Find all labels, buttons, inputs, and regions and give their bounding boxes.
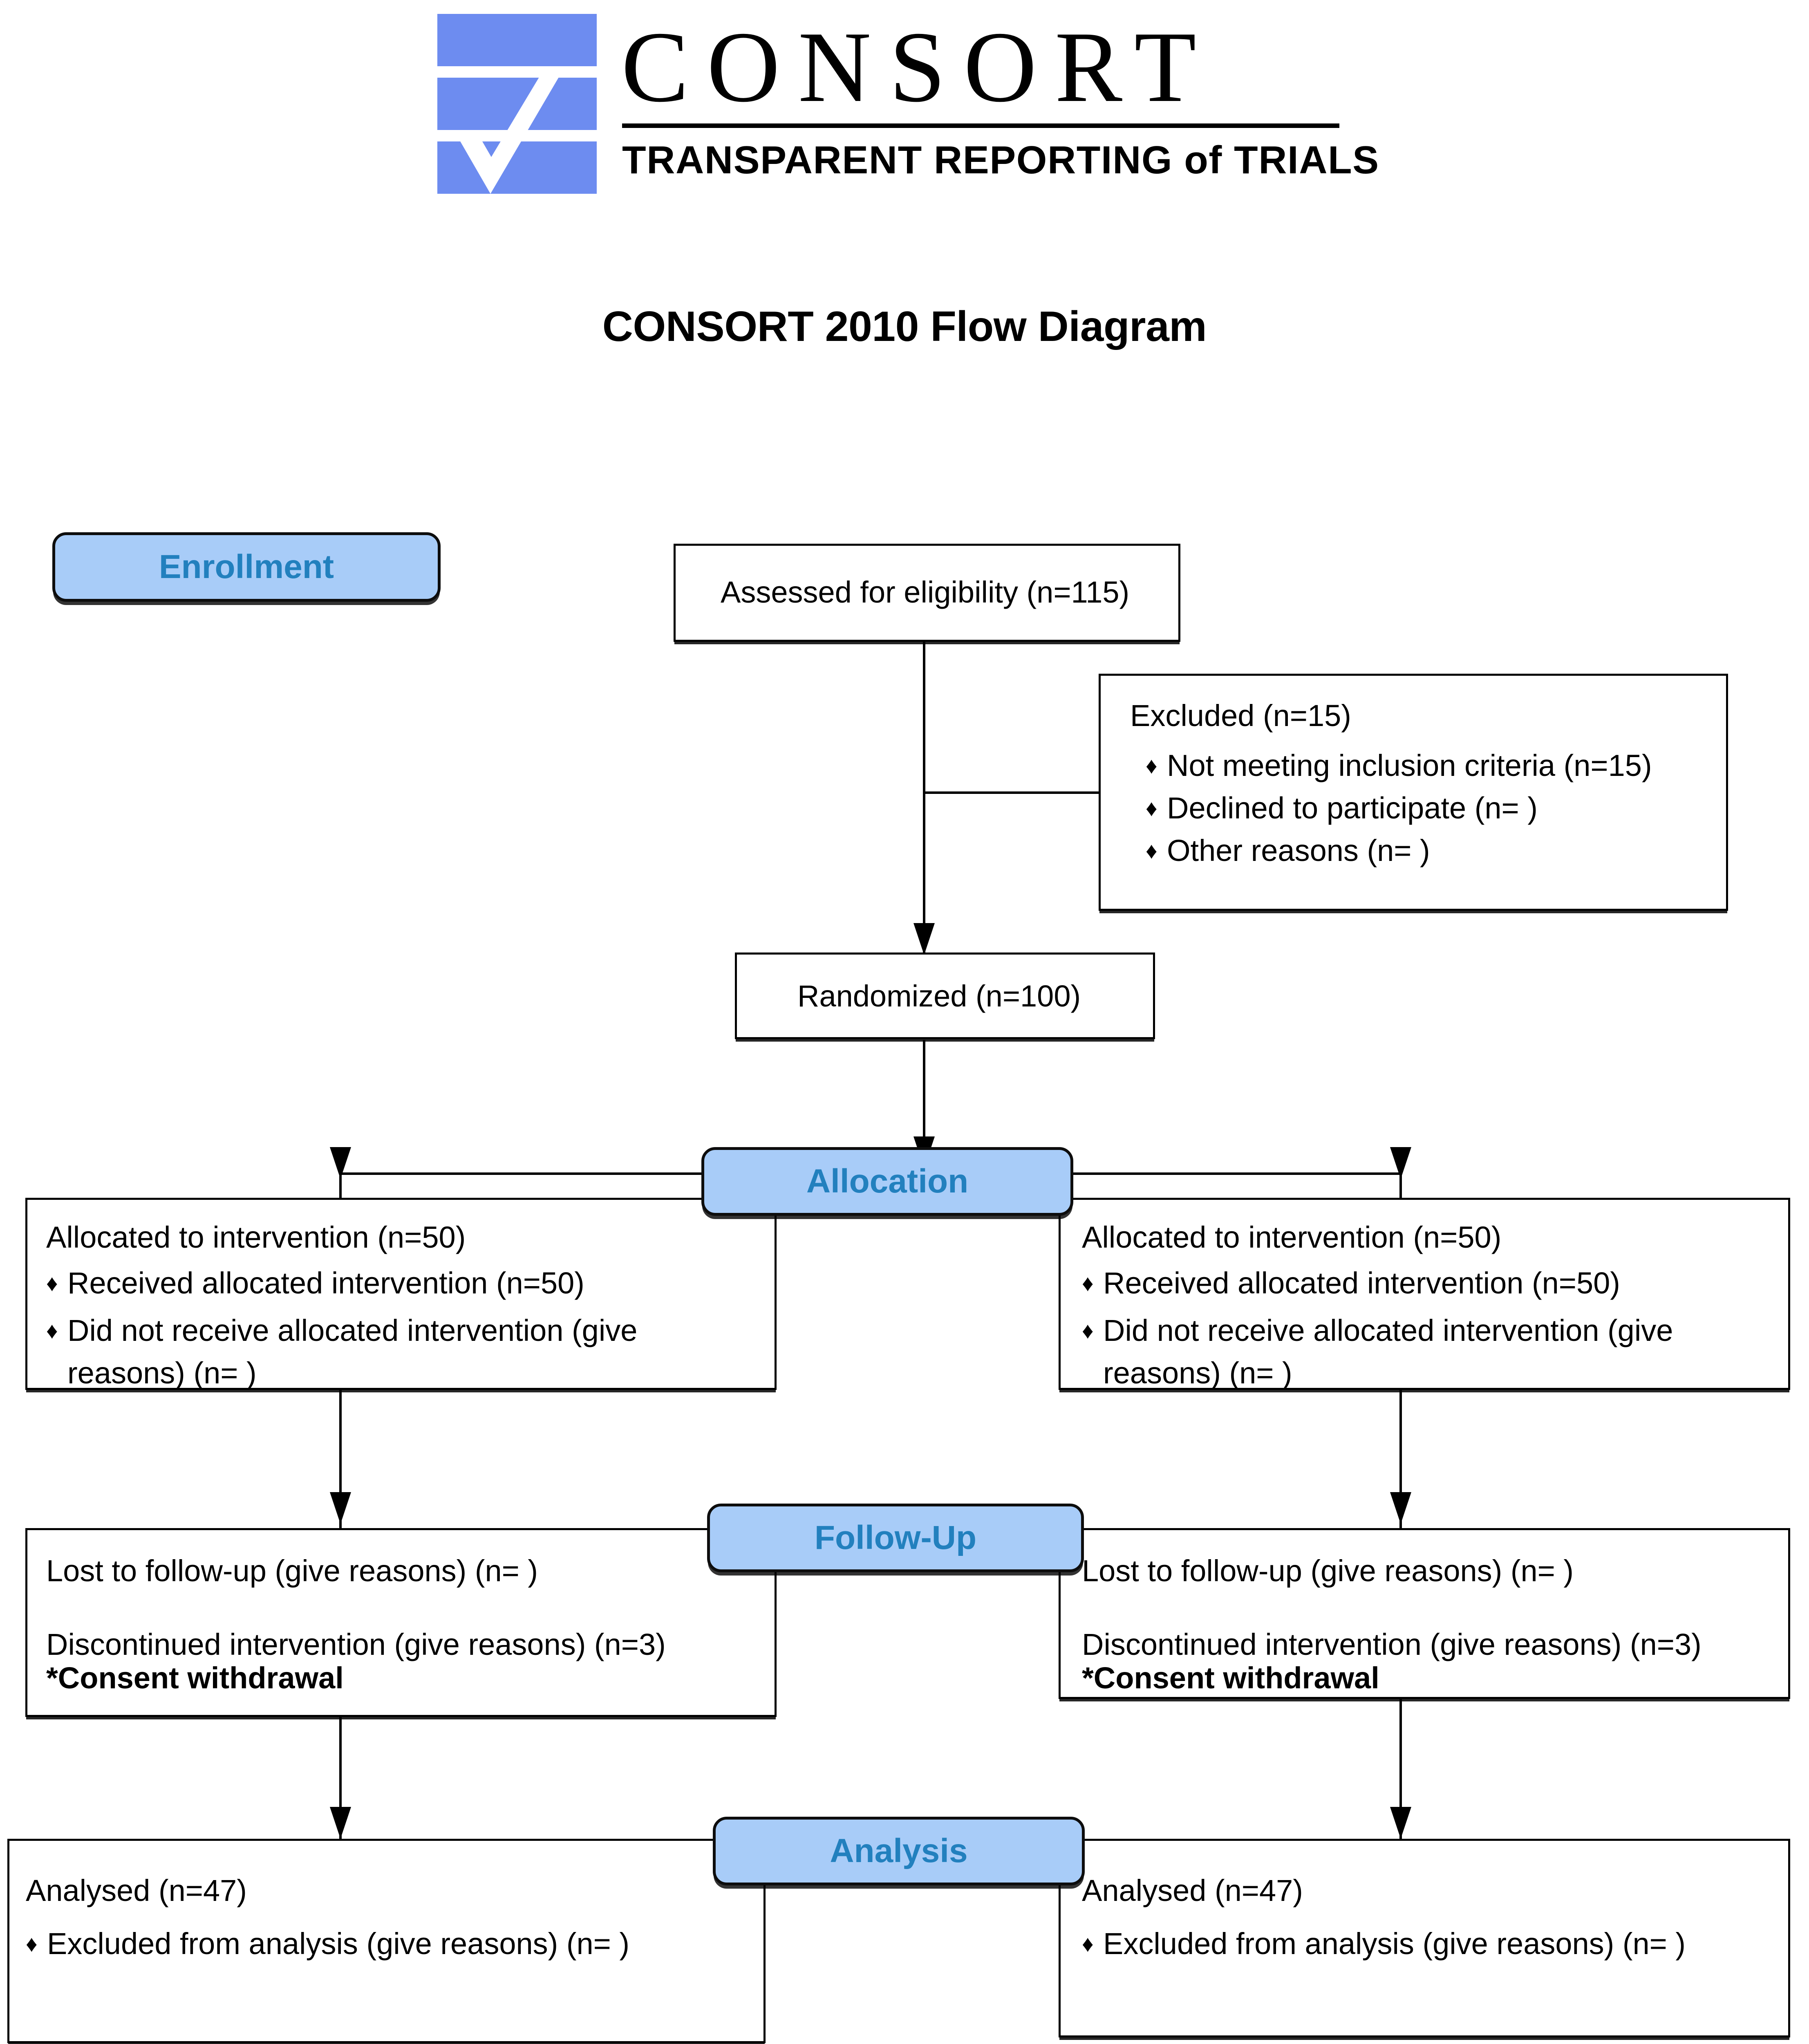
connector-followup-right-to-analysis [1399,1697,1402,1840]
arrow-to-followup-right-icon [1390,1492,1411,1524]
node-analysis-left[interactable]: Analysed (n=47) ♦ Excluded from analysis… [7,1839,766,2043]
diamond-bullet-icon: ♦ [1146,838,1157,863]
node-analysis-right[interactable]: Analysed (n=47) ♦ Excluded from analysis… [1059,1839,1790,2037]
allocation-right-heading: Allocated to intervention (n=50) [1082,1220,1502,1254]
node-assessed-for-eligibility[interactable]: Assessed for eligibility (n=115) [674,544,1180,642]
allocation-right-bullet-0: ♦ Received allocated intervention (n=50) [1082,1262,1777,1304]
node-followup-left[interactable]: Lost to follow-up (give reasons) (n= ) D… [25,1528,777,1717]
excluded-bullet-0: ♦ Not meeting inclusion criteria (n=15) [1146,744,1718,787]
excluded-bullet-0-label: Not meeting inclusion criteria (n=15) [1167,749,1652,782]
stage-badge-enrollment-label: Enrollment [159,548,334,585]
assessed-heading: Assessed for eligibility (n=115) [721,575,1130,609]
randomized-heading: Randomized (n=100) [797,979,1081,1013]
consort-tagline: TRANSPARENT REPORTING of TRIALS [622,138,1379,182]
arrow-to-analysis-right-icon [1390,1807,1411,1839]
followup-right-line-1: Lost to follow-up (give reasons) (n= ) [1082,1554,1574,1588]
connector-allocation-left-to-followup [339,1391,342,1526]
connector-randomized-trunk [923,1040,925,1171]
analysis-right-bullet-0-label: Excluded from analysis (give reasons) (n… [1103,1927,1686,1961]
allocation-left-bullet-1-label: Did not receive allocated intervention (… [67,1313,638,1390]
diamond-bullet-icon: ♦ [26,1931,38,1957]
allocation-left-bullet-0: ♦ Received allocated intervention (n=50) [46,1262,757,1304]
analysis-right-heading: Analysed (n=47) [1082,1874,1303,1907]
allocation-left-bullet-1: ♦ Did not receive allocated intervention… [46,1309,716,1394]
allocation-left-heading: Allocated to intervention (n=50) [46,1220,466,1254]
node-randomized[interactable]: Randomized (n=100) [735,953,1155,1039]
allocation-left-bullet-0-label: Received allocated intervention (n=50) [67,1266,584,1300]
stage-badge-allocation[interactable]: Allocation [701,1147,1073,1216]
arrow-to-analysis-left-icon [330,1807,351,1839]
consort-logo-mark [437,14,597,194]
consort-wordmark: CONSORT [621,11,1214,123]
excluded-bullet-1: ♦ Declined to participate (n= ) [1146,787,1718,829]
diamond-bullet-icon: ♦ [1146,753,1157,778]
connector-assessed-trunk [923,642,925,953]
analysis-right-bullet-0: ♦ Excluded from analysis (give reasons) … [1082,1923,1777,1965]
connector-allocation-right-to-followup [1399,1391,1402,1526]
arrow-to-randomized-icon [913,923,935,955]
arrow-to-allocation-right-icon [1390,1147,1411,1179]
diamond-bullet-icon: ♦ [1082,1318,1094,1343]
node-followup-right[interactable]: Lost to follow-up (give reasons) (n= ) D… [1059,1528,1790,1699]
node-allocation-left[interactable]: Allocated to intervention (n=50) ♦ Recei… [25,1198,777,1390]
diamond-bullet-icon: ♦ [1082,1270,1094,1296]
arrow-to-followup-left-icon [330,1492,351,1524]
connector-followup-left-to-analysis [339,1717,342,1840]
page-title: CONSORT 2010 Flow Diagram [602,303,1207,350]
node-excluded[interactable]: Excluded (n=15) ♦ Not meeting inclusion … [1099,674,1728,911]
diamond-bullet-icon: ♦ [46,1270,58,1296]
stage-badge-enrollment[interactable]: Enrollment [52,532,441,602]
arrow-to-allocation-left-icon [330,1147,351,1179]
node-allocation-right[interactable]: Allocated to intervention (n=50) ♦ Recei… [1059,1198,1790,1390]
connector-assessed-to-excluded [925,791,1170,794]
followup-left-line-2: Discontinued intervention (give reasons)… [46,1627,666,1661]
followup-right-line-3: *Consent withdrawal [1082,1661,1379,1695]
allocation-right-bullet-1: ♦ Did not receive allocated intervention… [1082,1309,1740,1394]
consort-logo: CONSORT TRANSPARENT REPORTING of TRIALS [437,6,1379,198]
stage-badge-followup-label: Follow-Up [814,1519,977,1556]
excluded-bullet-2-label: Other reasons (n= ) [1167,834,1430,867]
excluded-bullet-2: ♦ Other reasons (n= ) [1146,829,1718,872]
logo-divider-rule [622,123,1339,128]
diamond-bullet-icon: ♦ [46,1318,58,1343]
followup-left-line-1: Lost to follow-up (give reasons) (n= ) [46,1554,538,1588]
allocation-right-bullet-1-label: Did not receive allocated intervention (… [1103,1313,1673,1390]
diamond-bullet-icon: ♦ [1146,795,1157,821]
excluded-bullet-1-label: Declined to participate (n= ) [1167,791,1538,825]
analysis-left-bullet-0: ♦ Excluded from analysis (give reasons) … [26,1923,745,1965]
analysis-left-heading: Analysed (n=47) [26,1874,247,1907]
followup-left-line-3: *Consent withdrawal [46,1661,344,1695]
allocation-right-bullet-0-label: Received allocated intervention (n=50) [1103,1266,1620,1300]
stage-badge-allocation-label: Allocation [806,1163,969,1200]
followup-right-line-2: Discontinued intervention (give reasons)… [1082,1627,1702,1661]
stage-badge-followup[interactable]: Follow-Up [707,1504,1084,1572]
excluded-heading: Excluded (n=15) [1130,699,1351,733]
stage-badge-analysis-label: Analysis [830,1832,968,1869]
stage-badge-analysis[interactable]: Analysis [713,1817,1085,1885]
diamond-bullet-icon: ♦ [1082,1931,1094,1957]
analysis-left-bullet-0-label: Excluded from analysis (give reasons) (n… [47,1927,630,1961]
